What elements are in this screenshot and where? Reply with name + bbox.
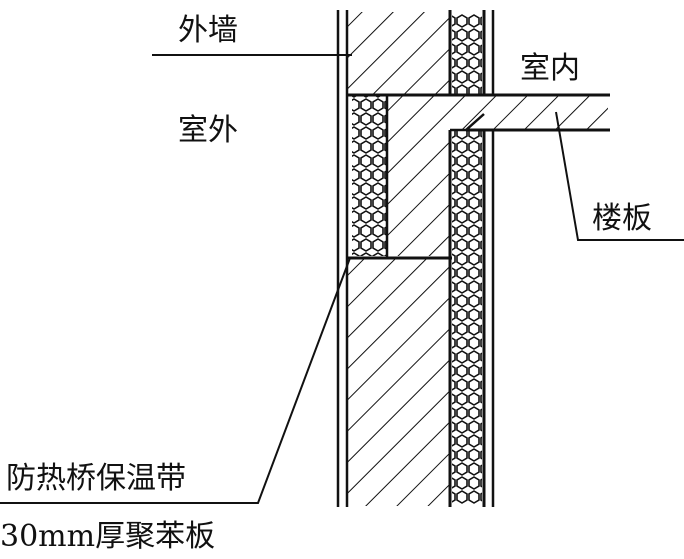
- label-thermal-bridge-band: 防热桥保温带: [6, 461, 186, 496]
- thermal-bridge-insulation: [352, 96, 386, 256]
- wall-upper-hatch: [348, 12, 450, 95]
- floor-slab-hatch: [450, 96, 608, 130]
- leader-lines: [0, 54, 684, 504]
- diagram-outlines: [336, 10, 610, 507]
- label-outdoor: 室外: [178, 113, 238, 148]
- insulation-lower: [452, 130, 482, 504]
- wall-lower-hatch: [348, 258, 450, 506]
- label-floor-slab: 楼板: [592, 201, 652, 236]
- insulation-upper: [452, 14, 482, 94]
- ring-beam-hatch: [388, 96, 450, 256]
- label-exterior-wall: 外墙: [178, 13, 238, 48]
- label-indoor: 室内: [520, 51, 580, 86]
- label-polystyrene-board: 30mm厚聚苯板: [0, 519, 215, 554]
